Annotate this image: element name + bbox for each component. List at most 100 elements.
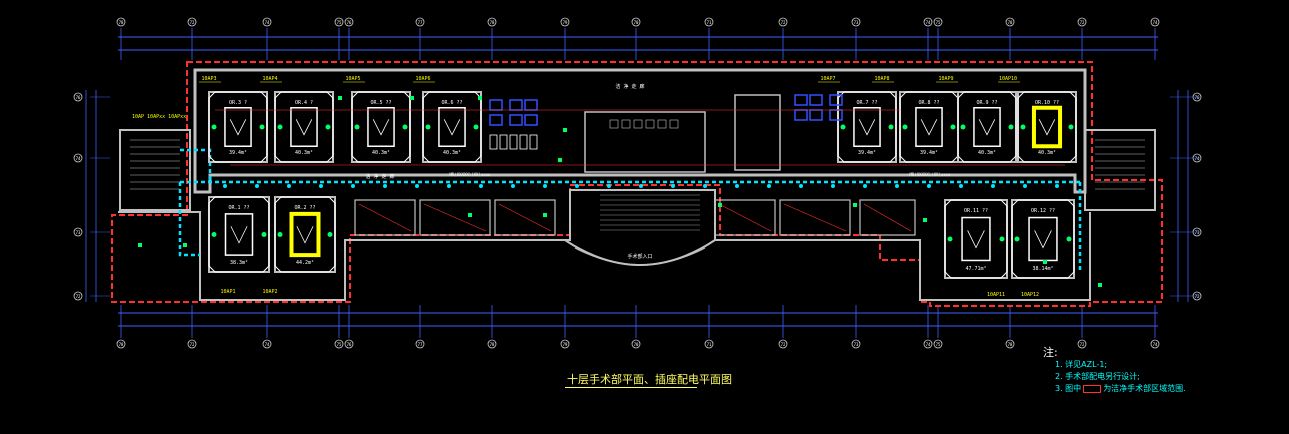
operating-lamp-symbol bbox=[1034, 230, 1052, 249]
socket-device bbox=[999, 236, 1005, 242]
axis-label-top: 72 bbox=[781, 20, 786, 25]
or-room-area: 40.3m² bbox=[372, 150, 390, 156]
axis-bubble-top bbox=[704, 17, 714, 27]
socket-outlet bbox=[563, 128, 567, 132]
operating-lamp-frame bbox=[961, 216, 991, 262]
socket-outlet bbox=[478, 96, 482, 100]
scrub-station bbox=[794, 94, 808, 106]
operating-lamp-frame bbox=[973, 107, 1001, 147]
sink-basin bbox=[489, 134, 498, 150]
panel-label-bottom: 10AP12 bbox=[1021, 292, 1039, 298]
axis-bubble-bottom bbox=[933, 339, 943, 349]
or-room-outline bbox=[957, 91, 1017, 163]
axis-label-bottom: 76 bbox=[347, 342, 352, 347]
panel-label-top: 10AP5 bbox=[345, 76, 360, 82]
socket-device bbox=[960, 124, 966, 130]
notes-block: 注: 1. 详见AZL-1; 2. 手术部配电另行设计; 3. 图中为洁净手术部… bbox=[1043, 347, 1186, 395]
operating-lamp-symbol bbox=[230, 226, 248, 244]
socket-device bbox=[261, 232, 267, 237]
axis-label-top: 74 bbox=[265, 20, 270, 25]
or-room-outline bbox=[422, 91, 482, 163]
axis-bubble-bottom bbox=[1077, 339, 1087, 349]
axis-label-bottom: 75 bbox=[337, 342, 342, 347]
toilet-fixture bbox=[633, 119, 643, 129]
scrub-station bbox=[509, 99, 523, 111]
axis-bubble-bottom bbox=[851, 339, 861, 349]
axis-label-bottom: 71 bbox=[707, 342, 712, 347]
or-room-area: 44.2m² bbox=[296, 260, 314, 266]
socket-device bbox=[327, 232, 333, 237]
socket-device bbox=[425, 124, 431, 130]
axis-label-top: 77 bbox=[418, 20, 423, 25]
axis-bubble-bottom bbox=[262, 339, 272, 349]
axis-bubble-bottom bbox=[778, 339, 788, 349]
socket-outlet bbox=[558, 158, 562, 162]
axis-label-top: 79 bbox=[563, 20, 568, 25]
circuit-line bbox=[783, 203, 847, 232]
axis-label-top: 76 bbox=[347, 20, 352, 25]
circuit-line bbox=[863, 203, 912, 232]
socket-device bbox=[902, 124, 908, 130]
panel-label-top: 10AP9 bbox=[938, 76, 953, 82]
socket-device bbox=[211, 232, 217, 237]
operating-lamp-symbol bbox=[978, 119, 996, 136]
support-room bbox=[779, 199, 851, 236]
support-room bbox=[859, 199, 916, 236]
panel-feed-note: 10AP 10APxx 10APxx bbox=[132, 114, 186, 120]
or-room-label: OR.9 ?? bbox=[976, 100, 997, 106]
axis-bubble-bottom bbox=[487, 339, 497, 349]
axis-bubble-side bbox=[73, 291, 83, 301]
or-room-label: OR.3 ? bbox=[229, 100, 247, 106]
axis-label-top: 78 bbox=[1008, 20, 1013, 25]
or-room-area: 40.3m² bbox=[443, 150, 461, 156]
axis-bubble-bottom bbox=[631, 339, 641, 349]
or-room-area: 40.3m² bbox=[1038, 150, 1056, 156]
axis-label-top: 70 bbox=[634, 20, 639, 25]
circuit-line bbox=[498, 203, 552, 232]
socket-device bbox=[888, 124, 894, 130]
operating-lamp-frame bbox=[1031, 105, 1063, 149]
scrub-station bbox=[524, 114, 538, 126]
socket-device bbox=[277, 232, 283, 237]
axis-label-bottom: 79 bbox=[563, 342, 568, 347]
axis-bubble-bottom bbox=[187, 339, 197, 349]
socket-outlet bbox=[718, 203, 722, 207]
drawing-title: 十层手术部平面、插座配电平面图 bbox=[567, 373, 732, 386]
or-room-area: 39.4m² bbox=[858, 150, 876, 156]
operating-lamp-frame bbox=[224, 107, 252, 147]
sink-basin bbox=[519, 134, 528, 150]
center-east-room bbox=[734, 94, 781, 171]
socket-device bbox=[1068, 124, 1074, 130]
junction-box bbox=[447, 184, 451, 188]
axis-label-bottom: 70 bbox=[634, 342, 639, 347]
axis-bubble-top bbox=[344, 17, 354, 27]
operating-lamp-symbol bbox=[858, 119, 876, 136]
socket-outlet bbox=[543, 213, 547, 217]
or-room-outline bbox=[351, 91, 411, 163]
clean-area-legend-swatch bbox=[1083, 384, 1102, 393]
axis-bubble-top bbox=[778, 17, 788, 27]
axis-bubble-side bbox=[73, 92, 83, 102]
socket-device bbox=[947, 236, 953, 242]
or-room-outline bbox=[1017, 91, 1077, 163]
scrub-station bbox=[829, 109, 843, 121]
toilet-fixture bbox=[645, 119, 655, 129]
axis-label-top: 75 bbox=[337, 20, 342, 25]
axis-label-top: 73 bbox=[854, 20, 859, 25]
junction-box bbox=[223, 184, 227, 188]
axis-bubble-top bbox=[116, 17, 126, 27]
axis-label-bottom: 78 bbox=[119, 342, 124, 347]
axis-bubble-bottom bbox=[560, 339, 570, 349]
note-3: 3. 图中 bbox=[1055, 384, 1082, 393]
socket-device bbox=[473, 124, 479, 130]
panel-label-bottom: 10AP1 bbox=[220, 289, 235, 295]
socket-device bbox=[1014, 236, 1020, 242]
or-room-outline bbox=[274, 91, 334, 163]
junction-box bbox=[255, 184, 259, 188]
axis-label-bottom: 72 bbox=[781, 342, 786, 347]
axis-bubble-top bbox=[851, 17, 861, 27]
junction-box bbox=[543, 184, 547, 188]
axis-label-side: 72 bbox=[1195, 294, 1200, 299]
or-room-area: 38.14m² bbox=[1032, 266, 1053, 272]
scrub-station bbox=[489, 114, 503, 126]
